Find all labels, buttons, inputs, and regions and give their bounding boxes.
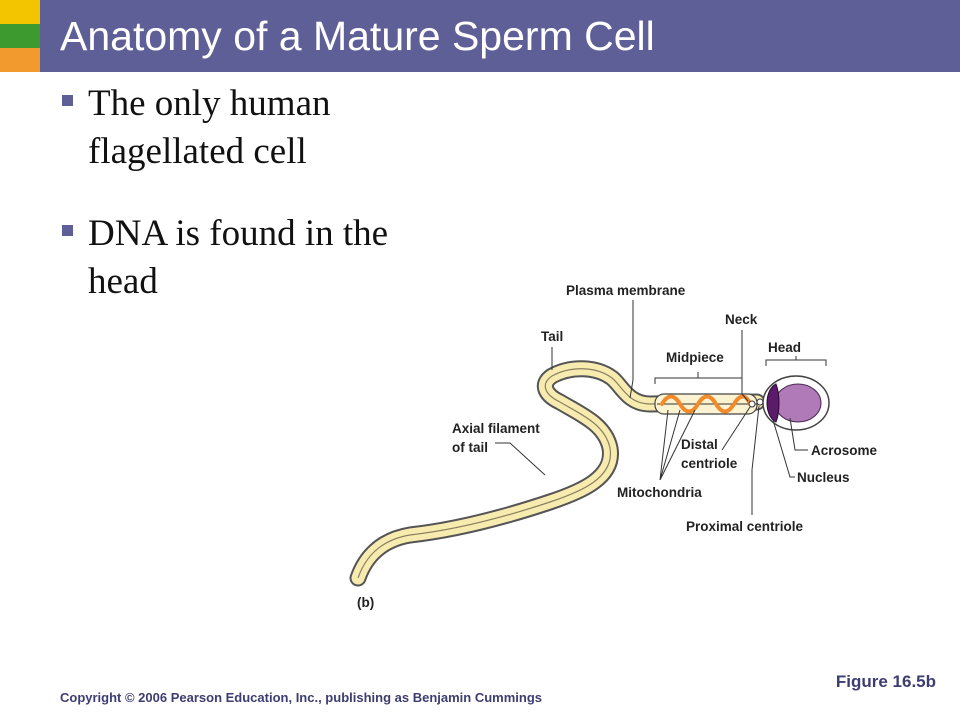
label-acrosome: Acrosome [811,443,878,458]
bullet-2: DNA is found in the head [62,210,442,306]
proximal-centriole [756,398,764,406]
acrosome-leader [789,417,808,451]
figure-reference: Figure 16.5b [835,672,936,691]
label-midpiece: Midpiece [666,350,724,365]
label-nucleus: Nucleus [797,470,850,485]
accent-green-block [0,24,40,48]
axial-filament [357,368,758,579]
distal-centriole [748,400,756,408]
label-proximal-centriole: Proximal centriole [686,519,804,534]
label-axial-filament-line-2: of tail [452,440,488,455]
head-bracket [765,356,827,366]
bullet-1: The only human flagellated cell [62,80,442,176]
bullet-1-line-1: The only human [88,83,331,124]
slide-title: Anatomy of a Mature Sperm Cell [60,13,655,59]
panel-label-b: (b) [357,595,374,610]
acrosome [774,383,822,423]
title-bar [40,0,960,72]
midpiece-bracket [654,372,743,384]
bullet-square-icon [62,95,73,106]
plasma-membrane-leader [629,300,634,399]
label-neck: Neck [725,312,758,327]
axial-filament-leader [495,442,546,476]
mitochondria-leader [659,409,696,481]
distal-centriole-leader [721,406,751,451]
label-axial-filament-line-1: Axial filament [452,421,540,436]
accent-yellow-block [0,0,40,24]
label-head: Head [768,340,801,355]
nucleus [766,383,780,423]
bullet-1-line-2: flagellated cell [88,131,307,172]
bullet-2-line-2: head [88,261,158,302]
label-tail: Tail [541,329,563,344]
bullet-square-icon [62,225,73,236]
neck-leader [741,330,749,402]
copyright-notice: Copyright © 2006 Pearson Education, Inc.… [60,690,542,705]
accent-orange-block [0,48,40,72]
proximal-centriole-leader [751,405,760,515]
label-distal-centriole-line-1: Distal [681,437,718,452]
nucleus-leader [772,419,795,478]
bullet-2-line-1: DNA is found in the [88,213,389,254]
label-plasma-membrane: Plasma membrane [566,283,686,298]
label-distal-centriole-line-2: centriole [681,456,738,471]
mitochondria-helix [660,394,752,414]
label-mitochondria: Mitochondria [617,485,702,500]
